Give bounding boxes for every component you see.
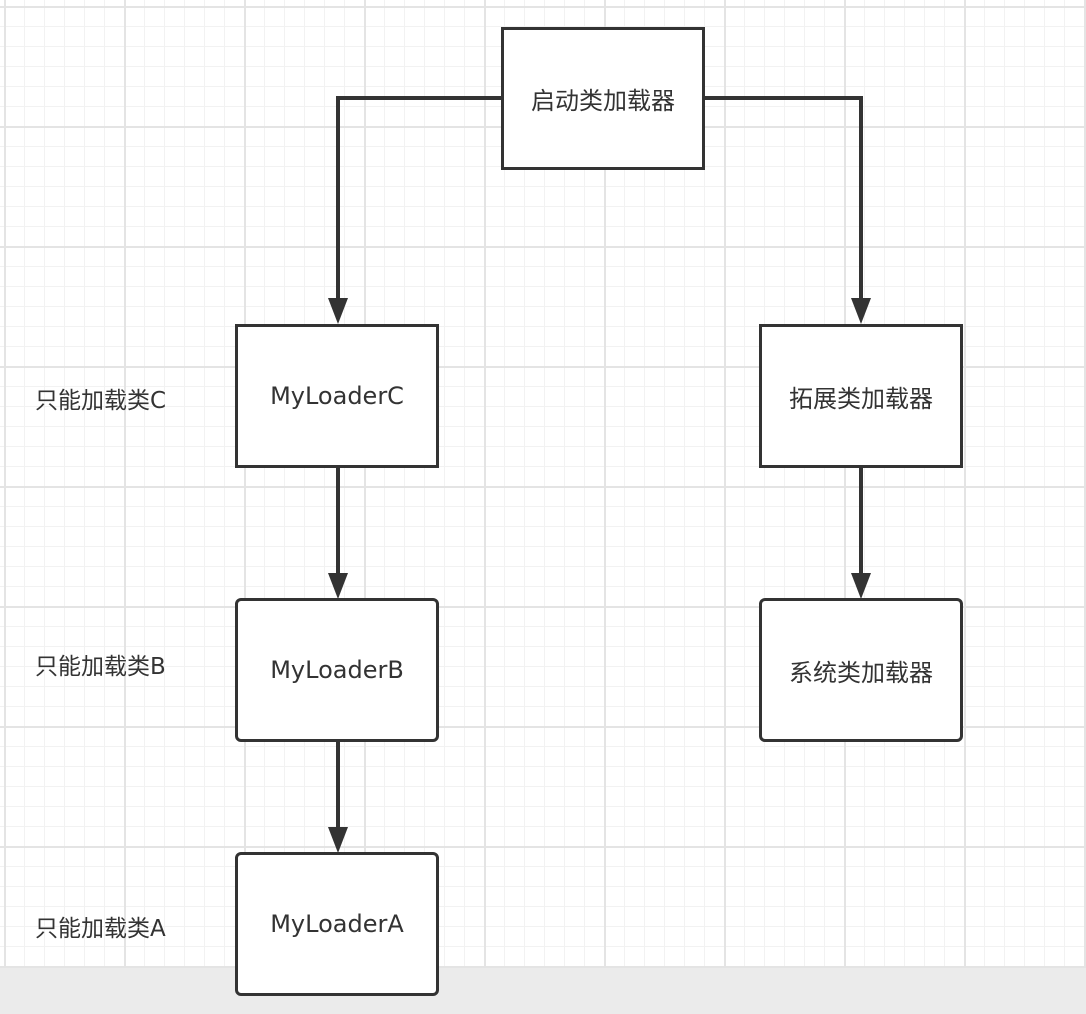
- edge-bootstrap-to-loader-c: [336, 96, 502, 298]
- node-extension-label: 拓展类加载器: [789, 384, 933, 413]
- node-loader-a-label: MyLoaderA: [270, 910, 404, 938]
- node-loader-b-label: MyLoaderB: [270, 656, 404, 684]
- edge-bootstrap-to-extension: [704, 96, 863, 298]
- arrowhead-loader-a: [328, 827, 348, 853]
- node-system-label: 系统类加载器: [789, 658, 933, 687]
- arrowhead-loader-c: [328, 298, 348, 324]
- note-loader-a: 只能加载类A: [35, 916, 166, 942]
- note-loader-b: 只能加载类B: [35, 654, 166, 680]
- node-loader-c[interactable]: MyLoaderC: [235, 324, 439, 468]
- node-system-loader[interactable]: 系统类加载器: [759, 598, 963, 742]
- node-loader-b[interactable]: MyLoaderB: [235, 598, 439, 742]
- node-loader-c-label: MyLoaderC: [270, 382, 404, 410]
- arrowhead-system: [851, 573, 871, 599]
- node-bootstrap-label: 启动类加载器: [531, 87, 675, 115]
- arrowhead-extension: [851, 298, 871, 324]
- note-loader-c: 只能加载类C: [35, 388, 167, 414]
- node-bootstrap-loader[interactable]: 启动类加载器: [501, 27, 705, 170]
- arrowhead-loader-b: [328, 573, 348, 599]
- node-loader-a[interactable]: MyLoaderA: [235, 852, 439, 996]
- node-extension-loader[interactable]: 拓展类加载器: [759, 324, 963, 468]
